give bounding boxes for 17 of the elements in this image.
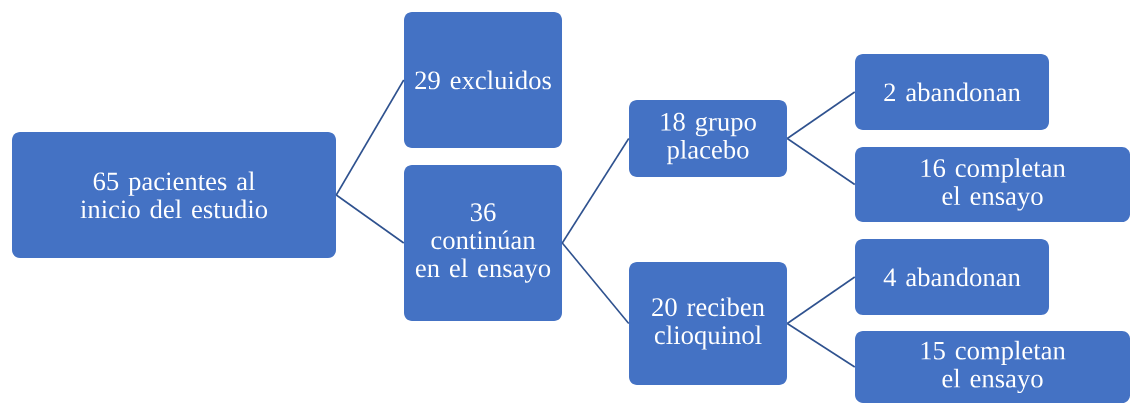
process-box: 16 completan el ensayo — [855, 147, 1130, 222]
process-box: 29 excluidos — [404, 12, 562, 148]
process-box: 20 reciben clioquinol — [629, 262, 787, 385]
connector-line — [786, 322, 856, 368]
connector-line — [335, 194, 405, 244]
process-box: 15 completan el ensayo — [855, 331, 1130, 403]
connector-line — [335, 79, 405, 196]
connector-line — [561, 242, 630, 325]
connector-line — [786, 276, 856, 325]
process-box: 2 abandonan — [855, 54, 1049, 130]
connector-line — [561, 137, 630, 244]
process-box: 36 continúan en el ensayo — [404, 165, 562, 321]
process-box: 18 grupo placebo — [629, 100, 787, 177]
connector-line — [786, 91, 856, 140]
process-box: 65 pacientes al inicio del estudio — [12, 132, 336, 258]
connector-line — [786, 137, 856, 186]
process-box: 4 abandonan — [855, 239, 1049, 315]
